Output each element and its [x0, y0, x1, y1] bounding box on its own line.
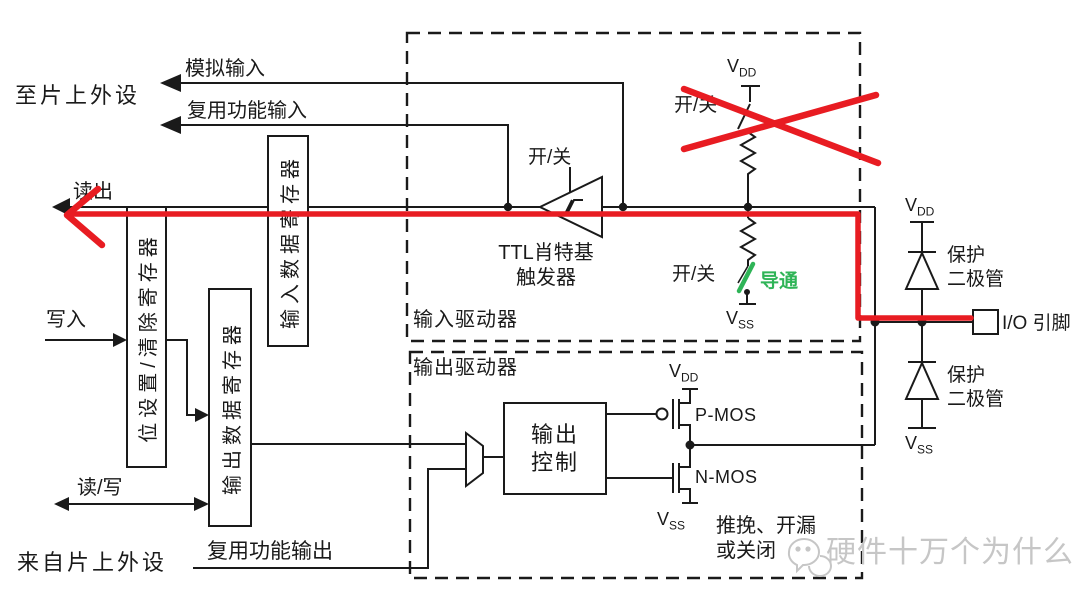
output-driver-box: [408, 350, 864, 580]
output-driver-title: 输出驱动器: [413, 357, 518, 379]
io-pin-pad: [972, 309, 999, 335]
protection-diode-bottom-icon: [904, 322, 940, 429]
from-chip-peripherals-label: 来自片上外设: [17, 550, 168, 575]
bitset-to-outreg-wire: [167, 339, 195, 416]
vss-output-label: VSS: [657, 509, 686, 533]
to-chip-peripherals-label: 至片上外设: [15, 83, 141, 108]
pmos-label: P-MOS: [695, 405, 757, 425]
output-control-line2: 控制: [530, 449, 579, 475]
pmos-icon: [607, 388, 698, 445]
output-data-register: 输出数据寄存器: [208, 288, 252, 527]
read-write-label: 读/写: [77, 477, 123, 499]
vdd-output-label: VDD: [669, 361, 699, 385]
output-control-line1: 输出: [530, 422, 579, 447]
io-pin-label: I/O 引脚: [1002, 313, 1071, 334]
protection-bottom-line1: 保护: [947, 365, 986, 386]
vdd-pullup-label: VDD: [727, 56, 757, 80]
alt-func-input-label: 复用功能输入: [187, 100, 307, 122]
output-control-block: 输出 控制: [503, 402, 607, 495]
watermark-text: 硬件十万个为什么: [826, 536, 1074, 569]
input-driver-box: [405, 31, 862, 343]
vss-right-label: VSS: [905, 433, 934, 457]
output-mode-label: 推挽、开漏 或关闭: [716, 514, 816, 564]
alt-func-output-label: 复用功能输出: [207, 540, 333, 563]
nmos-icon: [607, 445, 698, 504]
analog-input-label: 模拟输入: [185, 58, 265, 80]
protection-bottom-line2: 二极管: [947, 388, 1005, 410]
alt-func-input-wire: [181, 124, 509, 207]
nmos-label: N-MOS: [695, 467, 758, 487]
output-mode-line1: 推挽、开漏: [716, 515, 816, 537]
mux-icon: [465, 430, 484, 489]
analog-input-wire: [181, 82, 624, 207]
trigger-switch-label: 开/关: [528, 147, 572, 168]
protection-diode-bottom-label: 保护 二极管: [947, 364, 1004, 411]
alt-func-output-wire: [193, 468, 466, 569]
conducting-label: 导通: [760, 271, 799, 292]
output-mode-line2: 或关闭: [716, 539, 776, 562]
